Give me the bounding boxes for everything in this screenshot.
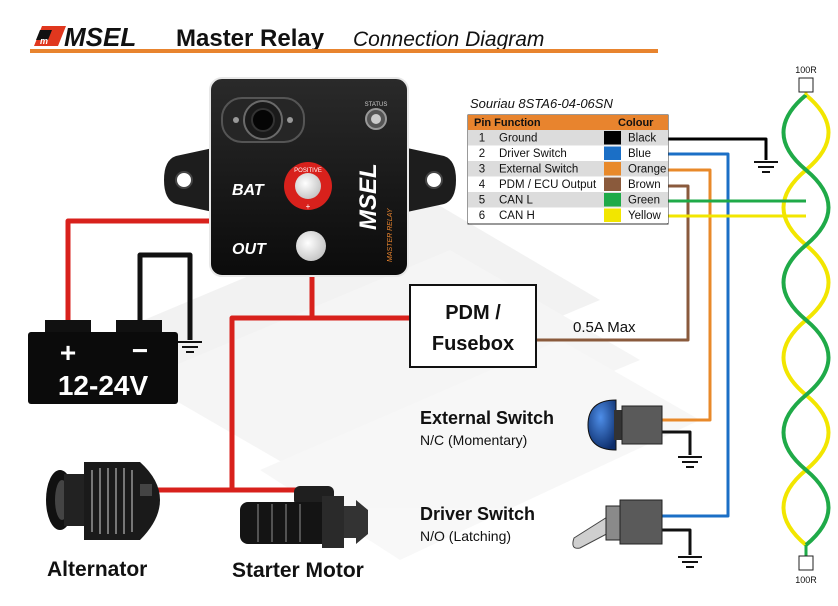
- msel-logo-icon: m: [34, 26, 66, 46]
- bat-terminal: POSITIVE +: [284, 162, 332, 211]
- relay-connector-socket-icon: [221, 97, 305, 143]
- battery-plus-symbol: +: [60, 337, 76, 368]
- pin-colour-swatch: [604, 162, 621, 176]
- out-terminal: [296, 231, 326, 261]
- master-relay-unit: STATUS BAT POSITIVE + OUT MSEL MASTER RE…: [164, 77, 456, 277]
- external-switch-subtitle: N/C (Momentary): [420, 432, 527, 448]
- connector-part-number: Souriau 8STA6-04-06SN: [470, 96, 613, 111]
- pin-row: 3 External Switch Orange: [468, 161, 668, 177]
- pdm-fusebox: PDM / Fusebox 0.5A Max: [409, 284, 636, 368]
- pin-number: 1: [479, 133, 485, 145]
- pin-colour-name: Green: [628, 195, 660, 207]
- pin-row: 5 CAN L Green: [468, 192, 668, 208]
- pin-number: 2: [479, 148, 485, 160]
- ground-icon: [678, 456, 702, 468]
- ground-icon: [678, 556, 702, 568]
- battery-ground-wire: [137, 252, 193, 340]
- pin2-blue-wire: [660, 152, 730, 518]
- out-terminal-label: OUT: [232, 241, 267, 258]
- can-bus-twisted-pair: 100R 100R: [781, 65, 831, 585]
- wiring: [65, 137, 806, 555]
- pdm-box: [409, 284, 537, 368]
- pin-colour-swatch: [604, 131, 621, 145]
- connector-pin-table: Souriau 8STA6-04-06SN Pin Function Colou…: [467, 96, 669, 225]
- alternator: Alternator: [46, 462, 160, 581]
- pin-colour-swatch: [604, 208, 621, 222]
- pin-colour-name: Yellow: [628, 210, 662, 222]
- pin-number: 3: [479, 164, 485, 176]
- battery-body: [28, 332, 178, 404]
- top-termination-resistor: 100R: [795, 65, 817, 95]
- page-subtitle: Connection Diagram: [353, 28, 544, 51]
- toggle-switch-icon: [572, 499, 663, 549]
- header: m MSEL Master Relay Connection Diagram: [30, 22, 658, 53]
- starter-motor-label: Starter Motor: [232, 559, 364, 582]
- pdm-label-line2: Fusebox: [432, 333, 514, 355]
- battery-minus-symbol: −: [132, 335, 148, 366]
- pin-colour-swatch: [604, 177, 621, 191]
- pin-number: 5: [479, 195, 485, 207]
- pin-colour-name: Brown: [628, 179, 661, 191]
- header-logo-text: MSEL: [64, 22, 136, 52]
- pin4-brown-wire: [536, 184, 690, 342]
- pin-row: 4 PDM / ECU Output Brown: [468, 176, 668, 192]
- top-resistor-label: 100R: [795, 65, 817, 75]
- pdm-label-line1: PDM /: [445, 302, 501, 324]
- header-underline: [30, 49, 658, 53]
- pin-row: 1 Ground Black: [468, 130, 668, 146]
- battery: + − 12-24V: [28, 320, 178, 404]
- bottom-termination-resistor: 100R: [795, 545, 817, 585]
- battery-voltage-label: 12-24V: [58, 370, 149, 401]
- status-led-label: STATUS: [365, 102, 388, 108]
- relay-logo-text: MSEL: [355, 163, 382, 230]
- external-switch-title: External Switch: [420, 408, 554, 428]
- pin-function: External Switch: [499, 164, 578, 176]
- pdm-max-current: 0.5A Max: [573, 319, 636, 336]
- relay-product-name: MASTER RELAY: [387, 207, 394, 262]
- pin-row: 2 Driver Switch Blue: [468, 145, 668, 161]
- pin-number: 4: [479, 179, 486, 191]
- external-switch-ground-wire: [660, 430, 692, 455]
- pin-table-header-function: Pin Function: [474, 117, 541, 129]
- starter-motor-icon: [240, 486, 368, 548]
- pin1-ground-wire: [665, 137, 768, 160]
- positive-plus-sign: +: [306, 202, 311, 211]
- driver-switch-ground-wire: [660, 528, 692, 555]
- external-switch: External Switch N/C (Momentary): [420, 399, 663, 451]
- pin-function: Ground: [499, 133, 537, 145]
- pin-colour-name: Orange: [628, 164, 666, 176]
- pin-table-header: [468, 115, 668, 130]
- pin3-orange-wire: [660, 168, 712, 422]
- pin-colour-swatch: [604, 193, 621, 207]
- svg-text:m: m: [40, 36, 48, 46]
- starter-motor: Starter Motor: [232, 486, 368, 582]
- driver-switch-subtitle: N/O (Latching): [420, 528, 511, 544]
- pin-function: CAN L: [499, 195, 533, 207]
- pin-table-header-colour: Colour: [618, 117, 654, 129]
- status-led-icon: STATUS: [365, 102, 388, 130]
- can-l-wire: [781, 93, 831, 547]
- push-button-switch-icon: [587, 399, 663, 451]
- pin-function: PDM / ECU Output: [499, 179, 597, 191]
- alternator-icon: [46, 462, 160, 540]
- pin-colour-swatch: [604, 146, 621, 160]
- bat-terminal-label: BAT: [232, 182, 265, 199]
- bottom-resistor-label: 100R: [795, 575, 817, 585]
- pin-number: 6: [479, 210, 485, 222]
- ground-icon: [178, 341, 202, 353]
- pin-colour-name: Black: [628, 133, 656, 145]
- driver-switch-title: Driver Switch: [420, 504, 535, 524]
- driver-switch: Driver Switch N/O (Latching): [420, 499, 663, 549]
- pin-function: Driver Switch: [499, 148, 567, 160]
- ground-icon: [754, 161, 778, 173]
- positive-label: POSITIVE: [294, 168, 322, 174]
- pin-function: CAN H: [499, 210, 535, 222]
- alternator-label: Alternator: [47, 558, 147, 581]
- page-title: Master Relay: [176, 25, 325, 52]
- starter-feed-wire: [229, 315, 312, 490]
- pin-row: 6 CAN H Yellow: [468, 207, 668, 223]
- pin-colour-name: Blue: [628, 148, 651, 160]
